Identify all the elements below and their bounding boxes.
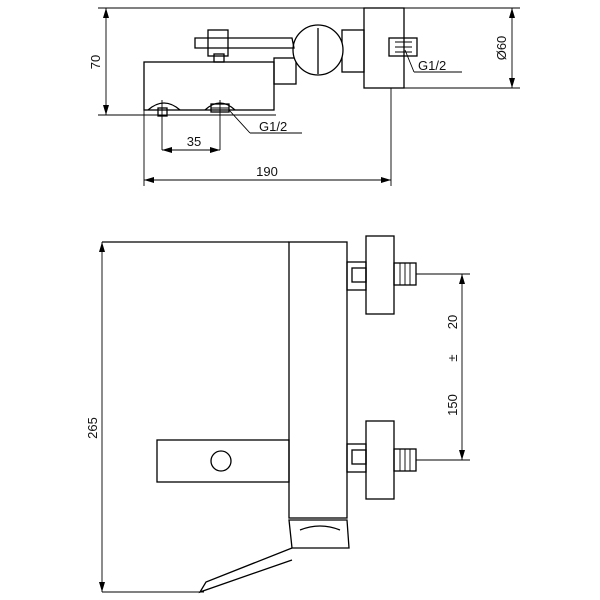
dim-diameter-label: Ø60: [494, 36, 509, 61]
upper-connector: [346, 261, 367, 291]
dim-spacing-label: 35: [187, 134, 201, 149]
dim-width-label: 190: [256, 164, 278, 179]
right-inlet-fitting: [388, 37, 418, 57]
side-view: 265 20 ± 150: [85, 235, 470, 594]
dim-height-label: 70: [88, 55, 103, 69]
dim-total-height-label: 265: [85, 417, 100, 439]
mixer-body: [143, 61, 275, 111]
wall-escutcheon: [363, 7, 405, 89]
spout-base: [288, 519, 350, 549]
body-neck: [273, 57, 297, 85]
dim-tolerance-sign: ±: [445, 354, 460, 361]
lower-escutcheon: [365, 420, 395, 500]
lever-hub: [207, 29, 229, 57]
spout-arm: [198, 547, 293, 594]
body-connector: [341, 29, 365, 73]
mixer-body-side: [288, 241, 348, 519]
control-block: [156, 439, 290, 483]
thread-callout-right: G1/2: [418, 58, 446, 73]
lower-connector: [346, 443, 367, 473]
top-view: 70 35 190 G1/2 G1/2 Ø60: [88, 7, 520, 186]
dim-center-distance-label: 150: [445, 394, 460, 416]
lever-handle: [194, 37, 295, 49]
left-outlet: [147, 102, 181, 111]
upper-escutcheon: [365, 235, 395, 315]
dim-tolerance-label: 20: [445, 315, 460, 329]
thread-callout-bottom: G1/2: [259, 119, 287, 134]
control-knob-side: [210, 450, 232, 472]
